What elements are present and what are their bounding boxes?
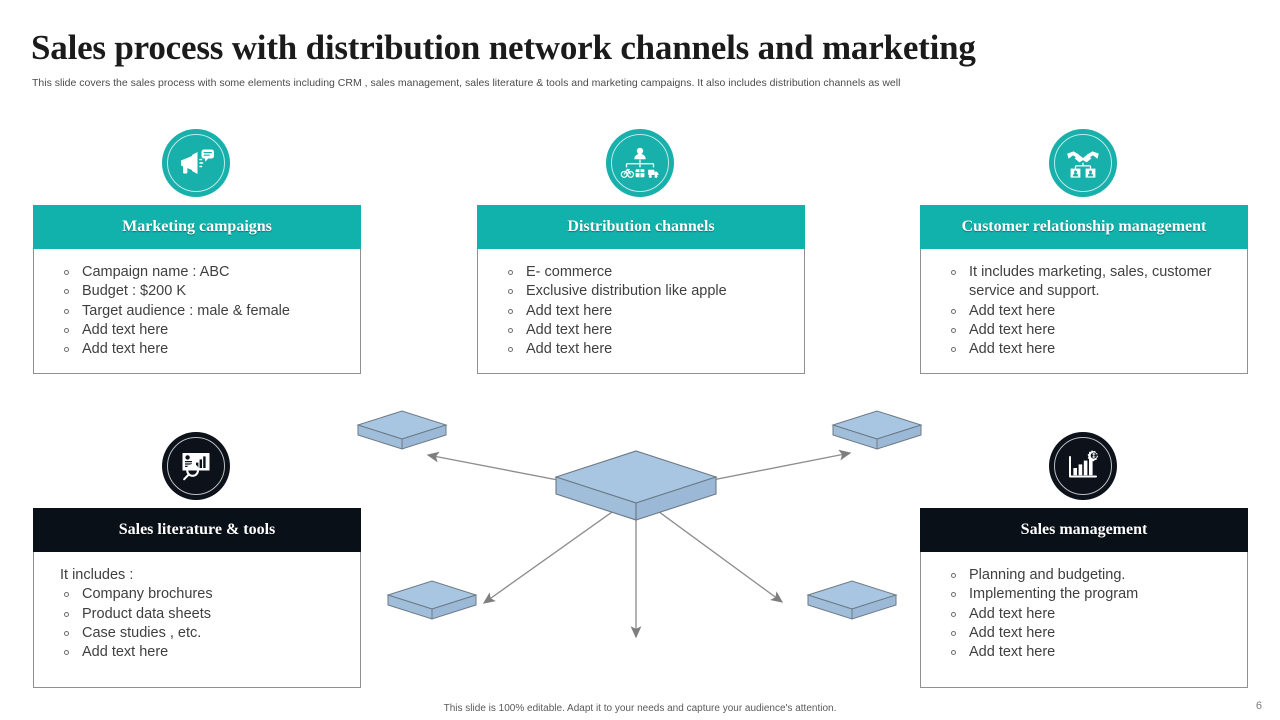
network-node-top-right (831, 410, 923, 450)
list-lead-text: It includes : (60, 567, 134, 583)
card-sales-literature-tools[interactable]: Sales literature & tools It includes : C… (33, 508, 361, 688)
list-item: Add text here (56, 321, 350, 340)
megaphone-icon (162, 129, 230, 197)
card-customer-relationship-management[interactable]: Customer relationship management It incl… (920, 205, 1248, 375)
list-item: It includes marketing, sales, customer s… (943, 263, 1237, 302)
bullet-list: Planning and budgeting. Implementing the… (943, 566, 1237, 662)
network-node-bottom-right (806, 580, 898, 620)
network-node-hub (554, 450, 718, 521)
page-title: Sales process with distribution network … (31, 28, 976, 67)
list-item: Company brochures (56, 585, 350, 604)
arrow-to-bottom-right (635, 494, 784, 603)
list-item: Case studies , etc. (56, 624, 350, 643)
bullet-list: E- commerce Exclusive distribution like … (500, 263, 794, 359)
list-item: Exclusive distribution like apple (500, 282, 794, 301)
arrow-to-bottom-left (482, 494, 637, 604)
list-item: Add text here (943, 340, 1237, 359)
handshake-icon (1049, 129, 1117, 197)
list-item: Add text here (943, 321, 1237, 340)
list-item: Add text here (500, 302, 794, 321)
list-item: Add text here (500, 321, 794, 340)
icon-ring (167, 134, 225, 192)
list-item: Add text here (500, 340, 794, 359)
card-body: It includes marketing, sales, customer s… (920, 249, 1248, 375)
list-item: Add text here (56, 643, 350, 662)
bullet-list: It includes marketing, sales, customer s… (943, 263, 1237, 359)
icon-ring (611, 134, 669, 192)
list-item: Budget : $200 K (56, 282, 350, 301)
icon-ring (167, 437, 225, 495)
list-item: Planning and budgeting. (943, 566, 1237, 585)
card-title: Distribution channels (477, 205, 805, 249)
card-body: Campaign name : ABC Budget : $200 K Targ… (33, 249, 361, 375)
list-item: Add text here (943, 624, 1237, 643)
distribution-network-diagram (356, 410, 923, 639)
bullet-list: Campaign name : ABC Budget : $200 K Targ… (56, 263, 350, 359)
list-item: Target audience : male & female (56, 302, 350, 321)
bullet-list: Company brochures Product data sheets Ca… (56, 585, 350, 662)
list-item: Add text here (943, 302, 1237, 321)
distribution-network-icon (606, 129, 674, 197)
list-item: Add text here (56, 340, 350, 359)
list-item: E- commerce (500, 263, 794, 282)
footer-note: This slide is 100% editable. Adapt it to… (443, 703, 837, 714)
card-title: Sales literature & tools (33, 508, 361, 552)
card-body: E- commerce Exclusive distribution like … (477, 249, 805, 375)
card-body: It includes : Company brochures Product … (33, 552, 361, 688)
card-distribution-channels[interactable]: Distribution channels E- commerce Exclus… (477, 205, 805, 375)
icon-ring (1054, 134, 1112, 192)
card-title: Customer relationship management (920, 205, 1248, 249)
network-node-top-left (356, 410, 448, 450)
card-marketing-campaigns[interactable]: Marketing campaigns Campaign name : ABC … (33, 205, 361, 375)
list-item: Add text here (943, 605, 1237, 624)
list-item: Add text here (943, 643, 1237, 662)
list-item: Implementing the program (943, 585, 1237, 604)
page-subtitle: This slide covers the sales process with… (32, 77, 901, 89)
network-node-bottom-left (386, 580, 478, 620)
bar-chart-gear-icon (1049, 432, 1117, 500)
list-item: Campaign name : ABC (56, 263, 350, 282)
list-item: Product data sheets (56, 605, 350, 624)
card-body: Planning and budgeting. Implementing the… (920, 552, 1248, 688)
card-title: Sales management (920, 508, 1248, 552)
page-number: 6 (1255, 700, 1262, 712)
icon-ring (1054, 437, 1112, 495)
card-title: Marketing campaigns (33, 205, 361, 249)
card-sales-management[interactable]: Sales management Planning and budgeting.… (920, 508, 1248, 688)
presentation-search-icon (162, 432, 230, 500)
